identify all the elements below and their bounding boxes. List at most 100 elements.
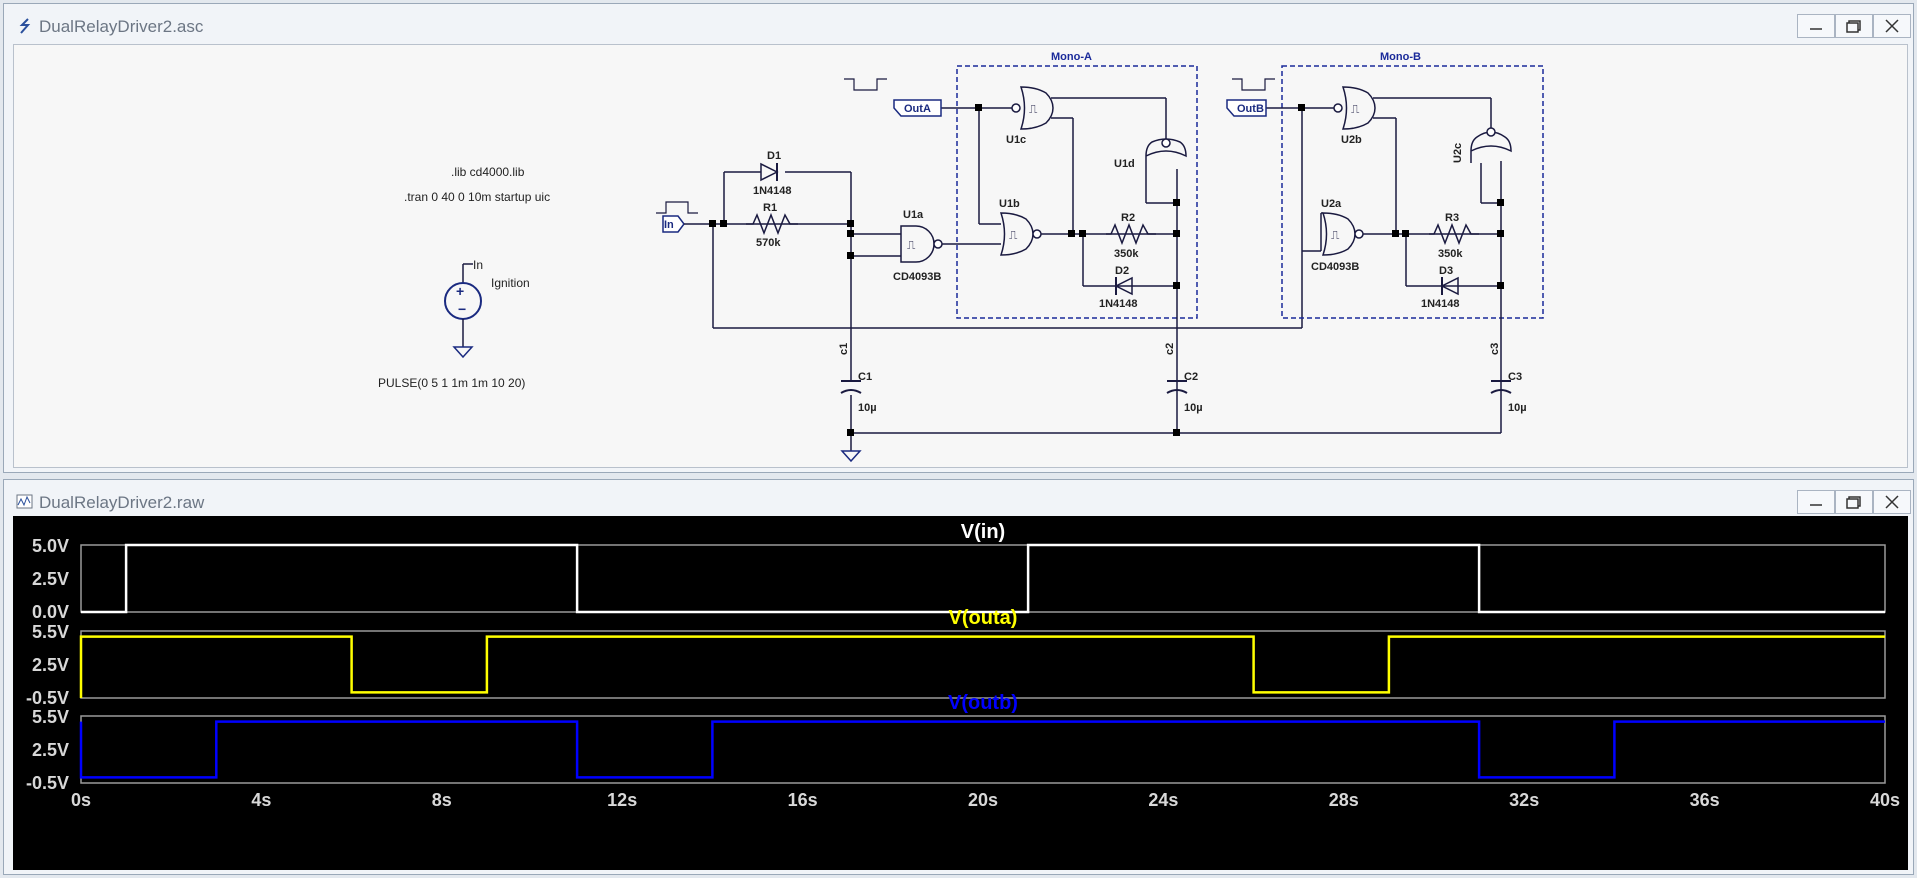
gate-u2b[interactable]: ⎍ U2b [1333, 86, 1376, 146]
u2b-ref: U2b [1341, 134, 1362, 146]
waveform-file-icon [16, 494, 33, 509]
port-outb[interactable]: OutB [1226, 99, 1267, 117]
pane-vin[interactable]: V(in) 5.0V 2.5V 0.0V [32, 521, 1886, 622]
resistor-r2[interactable]: R2 350k [1106, 212, 1156, 260]
close-button[interactable] [1873, 490, 1911, 514]
restore-icon [1846, 496, 1861, 509]
maximize-button[interactable] [1835, 14, 1873, 38]
capacitor-c3[interactable]: C3 10µ c3 [1489, 343, 1527, 414]
port-in[interactable]: In [662, 215, 685, 233]
r1-ref: R1 [763, 202, 777, 214]
tran-directive: .tran 0 40 0 10m startup uic [404, 190, 550, 204]
pane-vouta[interactable]: V(outa) 5.5V 2.5V -0.5V [26, 607, 1886, 708]
x-tick-label: 36s [1690, 790, 1720, 810]
x-tick-label: 40s [1870, 790, 1900, 810]
gate-u1d[interactable]: U1d [1114, 138, 1187, 170]
u2c-ref: U2c [1452, 143, 1464, 163]
c2-net: c2 [1164, 343, 1176, 355]
d1-ref: D1 [767, 150, 781, 162]
u1d-ref: U1d [1114, 158, 1135, 170]
y-tick-vin-bottom: 0.0V [32, 602, 69, 622]
maximize-button[interactable] [1835, 490, 1873, 514]
capacitor-c2[interactable]: C2 10µ c2 [1164, 343, 1203, 414]
source-value: PULSE(0 5 1 1m 1m 10 20) [378, 376, 525, 390]
lib-directive: .lib cd4000.lib [451, 165, 525, 179]
r3-value: 350k [1438, 248, 1463, 260]
close-button[interactable] [1873, 14, 1911, 38]
r2-ref: R2 [1121, 212, 1135, 224]
gate-u1b[interactable]: ⎍ U1b [999, 198, 1071, 256]
ground-icon [452, 346, 474, 359]
waveform-title: DualRelayDriver2.raw [39, 493, 205, 512]
close-icon [1885, 495, 1899, 509]
restore-icon [1846, 20, 1861, 33]
y-tick-voutb-bottom: -0.5V [26, 773, 69, 793]
waveform-chart[interactable]: V(in) 5.0V 2.5V 0.0V V(outa) 5.5V 2.5V -… [13, 516, 1908, 870]
svg-text:−: − [458, 301, 466, 317]
gate-u1c[interactable]: ⎍ U1c [1006, 86, 1054, 146]
schematic-canvas[interactable]: .lib cd4000.lib .tran 0 40 0 10m startup… [13, 44, 1908, 468]
wires-mono-a [941, 97, 1178, 433]
y-tick-vouta-bottom: -0.5V [26, 688, 69, 708]
r3-ref: R3 [1445, 212, 1459, 224]
mono-a-label: Mono-A [1051, 51, 1092, 63]
c2-ref: C2 [1184, 371, 1198, 383]
x-tick-label: 4s [251, 790, 271, 810]
gate-u1a[interactable]: ⎍ U1a CD4093B [881, 209, 996, 283]
r2-value: 350k [1114, 248, 1139, 260]
u1a-value: CD4093B [893, 271, 941, 283]
minimize-button[interactable] [1797, 490, 1835, 514]
u2a-value: CD4093B [1311, 261, 1359, 273]
pulse-glyph-outb [1232, 78, 1275, 91]
source-node-label: In [473, 258, 483, 272]
pane-voutb[interactable]: V(outb) 5.5V 2.5V -0.5V [26, 692, 1886, 793]
close-icon [1885, 19, 1899, 33]
c1-net: c1 [838, 343, 850, 355]
y-tick-voutb-mid: 2.5V [32, 740, 69, 760]
u1c-ref: U1c [1006, 134, 1026, 146]
schematic-titlebar[interactable]: DualRelayDriver2.asc [4, 4, 1913, 48]
u1a-ref: U1a [903, 209, 924, 221]
u1b-ref: U1b [999, 198, 1020, 210]
port-outa-label: OutA [904, 103, 931, 115]
gate-u2c[interactable]: U2c [1452, 127, 1512, 163]
capacitor-c1[interactable]: C1 10µ c1 [838, 341, 877, 414]
schematic-drawing: .lib cd4000.lib .tran 0 40 0 10m startup… [378, 51, 1544, 463]
mono-b-block [1281, 65, 1544, 319]
pane-title-vin[interactable]: V(in) [961, 521, 1005, 543]
minimize-button[interactable] [1797, 14, 1835, 38]
ground-icon [840, 450, 862, 463]
diode-d3[interactable]: D3 1N4148 [1421, 265, 1460, 310]
pane-title-vouta[interactable]: V(outa) [949, 607, 1018, 629]
diode-d2[interactable]: D2 1N4148 [1099, 265, 1138, 310]
port-outb-label: OutB [1237, 103, 1264, 115]
d3-ref: D3 [1439, 265, 1453, 277]
port-outa[interactable]: OutA [893, 99, 942, 117]
u2a-ref: U2a [1321, 198, 1342, 210]
junction-dots [709, 104, 1504, 436]
waveform-plot-area[interactable]: V(in) 5.0V 2.5V 0.0V V(outa) 5.5V 2.5V -… [13, 516, 1908, 870]
d3-value: 1N4148 [1421, 298, 1460, 310]
gate-u2a[interactable]: ⎍ U2a CD4093B [1311, 198, 1364, 273]
waveform-window: DualRelayDriver2.raw V(in) 5.0V 2.5V 0.0… [3, 479, 1914, 875]
x-tick-label: 20s [968, 790, 998, 810]
y-tick-voutb-top: 5.5V [32, 707, 69, 727]
x-tick-label: 8s [432, 790, 452, 810]
c3-ref: C3 [1508, 371, 1522, 383]
resistor-r1[interactable]: R1 570k [746, 202, 798, 249]
resistor-r3[interactable]: R3 350k [1429, 212, 1479, 260]
pane-title-voutb[interactable]: V(outb) [948, 692, 1018, 714]
trace-vouta [79, 635, 1885, 698]
waveform-titlebar[interactable]: DualRelayDriver2.raw [4, 480, 1913, 524]
source-name: Ignition [491, 276, 530, 290]
y-tick-vin-mid: 2.5V [32, 569, 69, 589]
r1-value: 570k [756, 237, 781, 249]
ignition-source[interactable]: + − In Ignition [444, 258, 530, 359]
y-tick-vin-top: 5.0V [32, 536, 69, 556]
minimize-icon [1810, 504, 1822, 506]
trace-voutb [79, 720, 1885, 779]
diode-d1[interactable]: D1 1N4148 [753, 150, 792, 197]
x-tick-label: 12s [607, 790, 637, 810]
c3-net: c3 [1489, 343, 1501, 355]
